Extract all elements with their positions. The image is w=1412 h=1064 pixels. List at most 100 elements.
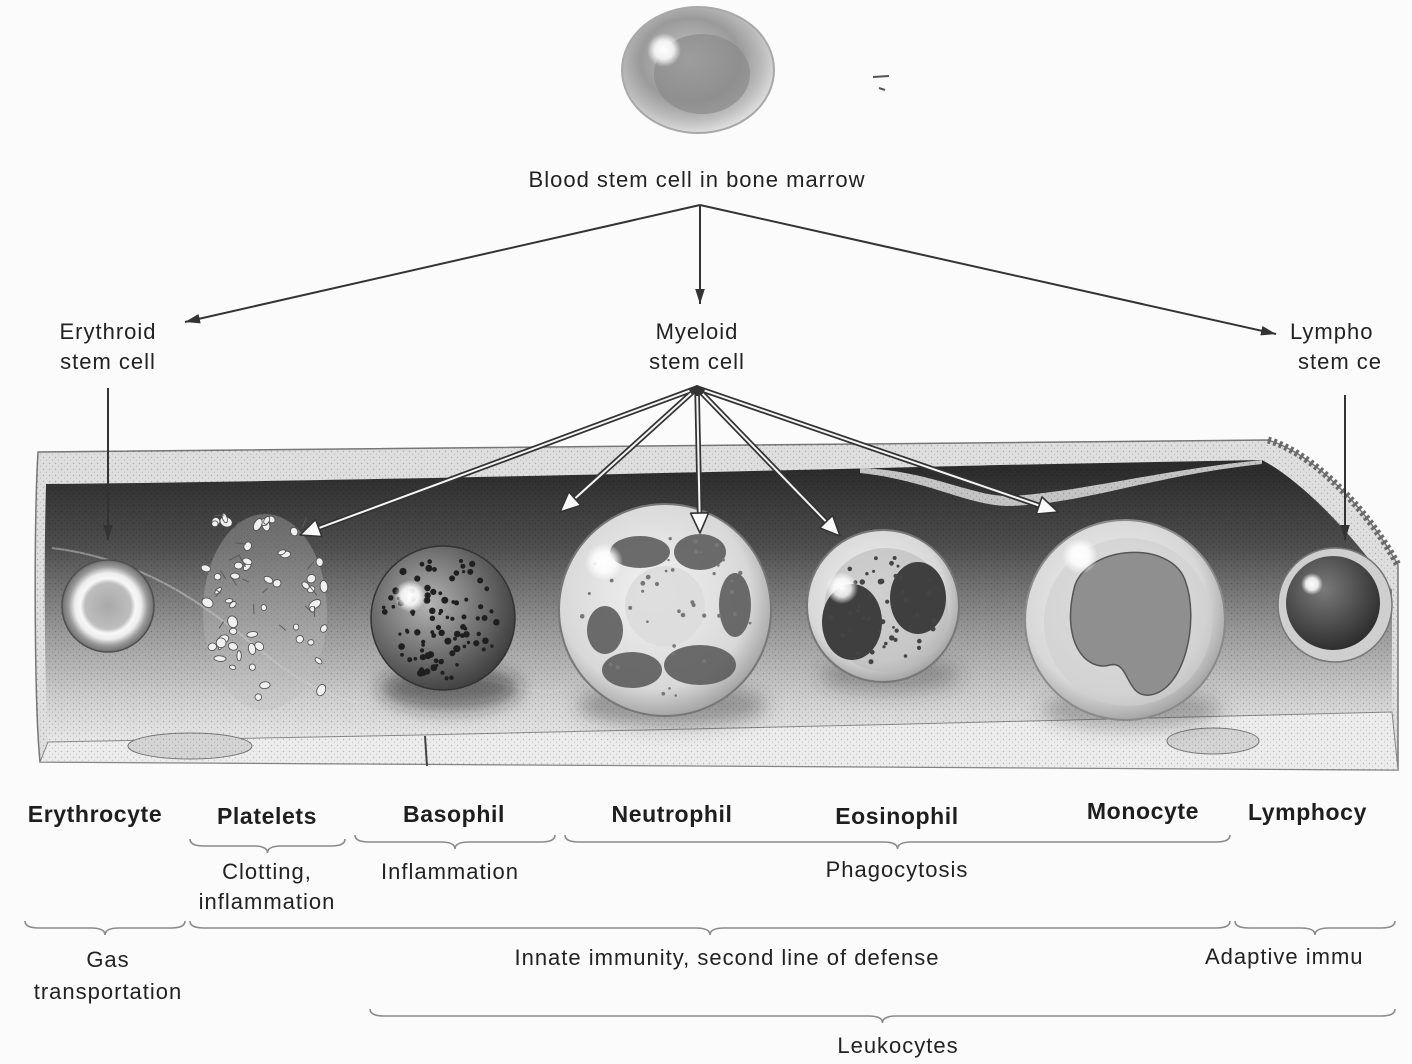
basophil-granule (482, 647, 486, 651)
eosinophil-granule (878, 579, 884, 585)
basophil-granule (439, 609, 443, 613)
erythrocyte-cell (62, 560, 154, 652)
platelet-fragment (234, 562, 243, 569)
neutrophil-granule (730, 590, 734, 594)
eosinophil-granule (865, 572, 868, 575)
basophil-granule (382, 609, 388, 615)
platelet-fragment (229, 628, 237, 634)
basophil-granule (449, 575, 455, 581)
eosinophil-granule (893, 556, 897, 560)
basophil-granule (446, 616, 450, 620)
basophil-granule (414, 629, 420, 635)
basophil-granule (398, 633, 401, 636)
basophil-granule (406, 630, 410, 634)
erythroid-stem-cell-label-line2: stem cell (60, 349, 156, 375)
cell-label-erythrocyte: Erythrocyte (28, 801, 162, 827)
basophil-granule (424, 668, 430, 674)
cell-label-lymphocyte: Lymphocy (1248, 799, 1367, 825)
basophil-granule (392, 605, 396, 609)
basophil-granule (398, 643, 405, 650)
scan-mark (873, 76, 889, 90)
neutrophil-highlight (585, 543, 623, 581)
basophil-granule (449, 675, 454, 680)
monocyte-cell (1025, 520, 1225, 720)
platelet-fragment (211, 521, 218, 527)
eosinophil-granule (856, 609, 860, 613)
eosinophil-granule (868, 594, 871, 597)
basophil-granule (476, 616, 480, 620)
neutrophil-granule (628, 606, 632, 610)
brace-platelets (190, 839, 345, 853)
neutrophil-granule (616, 665, 621, 670)
cell-label-platelets: Platelets (217, 803, 317, 829)
basophil-granule (421, 643, 425, 647)
brace-erythrocyte (25, 921, 185, 935)
brace-leukocytes (370, 1009, 1395, 1023)
eosinophil-granule (899, 576, 904, 581)
basophil-granule (451, 600, 455, 604)
basophil-granule (399, 568, 406, 575)
basophil-granule (400, 653, 404, 657)
eosinophil-granule (848, 567, 853, 572)
eosinophil-granule (878, 629, 881, 632)
eosinophil-granule (904, 597, 909, 602)
neutrophil-granule (693, 539, 698, 544)
eosinophil-cell (807, 530, 959, 682)
neutrophil-nucleus-lobe (602, 652, 662, 688)
eosinophil-granule (892, 626, 895, 629)
basophil-granule (407, 657, 412, 662)
eosinophil-granule (880, 619, 885, 624)
neutrophil-granule (672, 644, 676, 648)
monocyte-highlight (1062, 538, 1098, 574)
neutrophil-granule (662, 692, 666, 696)
basophil-granule (414, 657, 418, 661)
erythroid-stem-cell-label-line1: Erythroid (59, 319, 156, 345)
role-erythrocyte-line1: Gas (86, 947, 129, 973)
neutrophil-granule (646, 620, 649, 623)
basophil-granule (424, 585, 430, 591)
basophil-granule (438, 591, 442, 595)
function-basophil: Inflammation (381, 859, 519, 885)
eosinophil-granule (931, 618, 937, 624)
eosinophil-granule (894, 574, 898, 578)
eosinophil-granule (926, 591, 931, 596)
eosinophil-granule (917, 646, 921, 650)
eosinophil-granule (855, 651, 859, 655)
basophil-granule (431, 633, 436, 638)
neutrophil-granule (733, 612, 737, 616)
neutrophil-nucleus-lobe (587, 606, 623, 654)
role-adaptive-immunity: Adaptive immu (1205, 944, 1364, 970)
group-label-leukocytes: Leukocytes (837, 1033, 958, 1059)
basophil-membrane (371, 546, 515, 690)
basophil-granule (455, 663, 459, 667)
neutrophil-granule (717, 614, 721, 618)
platelet-fragment (214, 573, 221, 580)
eosinophil-granule (917, 639, 922, 644)
eosinophil-granule (848, 629, 851, 632)
basophil-granule (438, 630, 444, 636)
basophil-granule (454, 631, 461, 638)
basophil-granule (430, 616, 435, 621)
function-phagocytosis: Phagocytosis (826, 857, 969, 883)
erythrocyte-disc (62, 560, 154, 652)
basophil-granule (435, 664, 438, 667)
platelet-cloud (203, 514, 327, 710)
basophil-granule (482, 615, 488, 621)
neutrophil-granule (738, 571, 742, 575)
basophil-granule (425, 652, 432, 659)
basophil-granule (382, 606, 386, 610)
stem-cell-highlight (647, 33, 681, 67)
neutrophil-granule (713, 572, 716, 575)
basophil-granule (420, 562, 425, 567)
cell-label-neutrophil: Neutrophil (612, 801, 733, 827)
eosinophil-granule (874, 556, 878, 560)
platelet-fragment (261, 604, 267, 611)
arrow-to-erythroid-stem-cell (185, 205, 700, 322)
blood-stem-cell-label: Blood stem cell in bone marrow (529, 167, 866, 193)
cell-label-basophil: Basophil (403, 801, 505, 827)
basophil-granule (427, 559, 432, 564)
lymphoid-stem-cell-label-line1: Lympho (1290, 319, 1373, 345)
eosinophil-granule (882, 645, 885, 648)
platelet-fragment (225, 598, 233, 603)
neutrophil-granule (671, 568, 675, 572)
